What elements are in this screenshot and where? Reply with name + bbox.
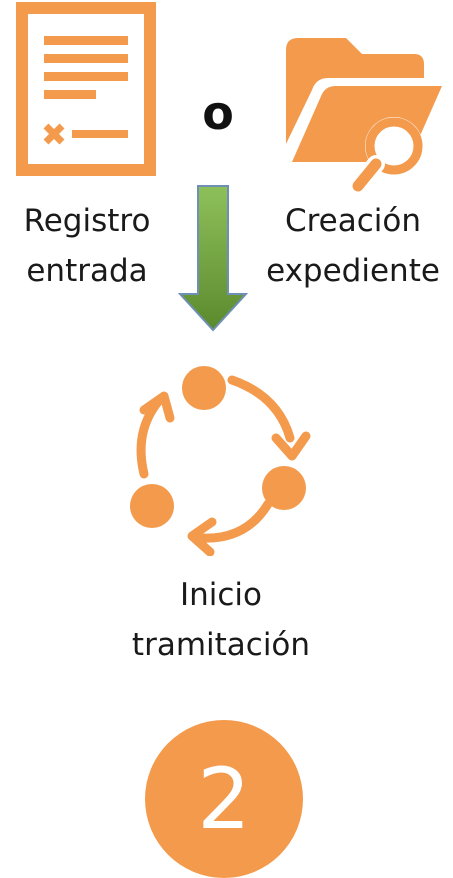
- registro-line2: entrada: [26, 253, 148, 289]
- folder-search-icon: [282, 28, 448, 196]
- inicio-tramitacion-label: Inicio tramitación: [96, 570, 346, 670]
- registro-entrada-label: Registro entrada: [8, 196, 166, 296]
- creacion-expediente-label: Creación expediente: [258, 196, 448, 296]
- step-number-badge: 2: [145, 720, 303, 878]
- expediente-line2: expediente: [266, 253, 440, 289]
- tramitacion-line2: tramitación: [131, 627, 311, 663]
- cycle-process-icon: [120, 356, 316, 557]
- tramitacion-line1: Inicio: [179, 577, 263, 613]
- document-form-icon: [16, 2, 156, 176]
- registro-line1: Registro: [23, 203, 151, 239]
- connector-text: o: [202, 86, 234, 140]
- expediente-line1: Creación: [284, 203, 422, 239]
- down-arrow-icon: [177, 184, 249, 334]
